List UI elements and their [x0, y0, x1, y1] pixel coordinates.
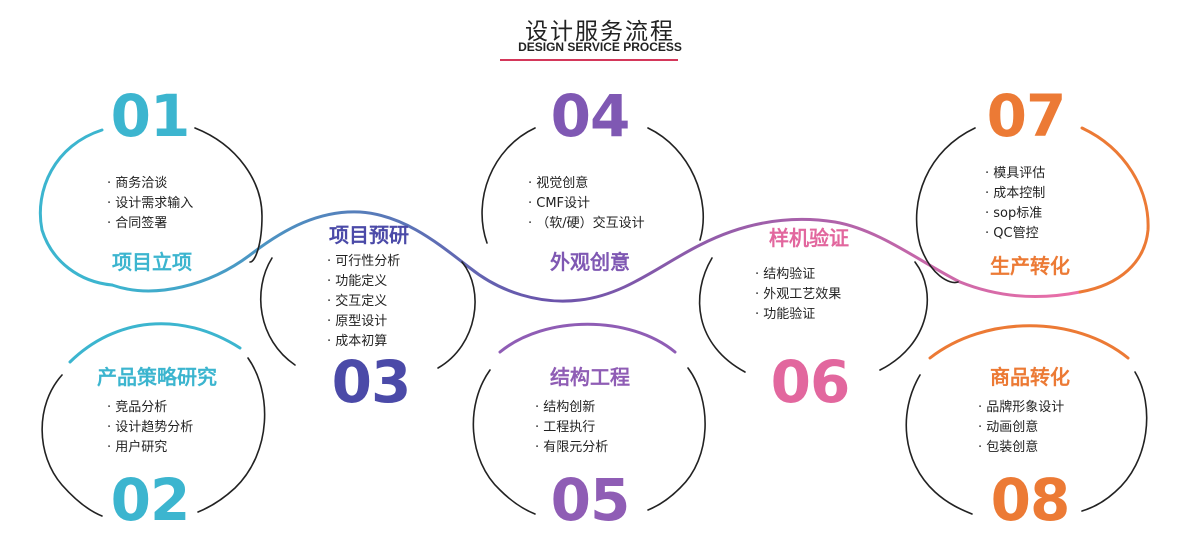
list-item: 有限元分析: [535, 438, 608, 458]
stage-01-number: 01: [110, 82, 191, 150]
list-item: 外观工艺效果: [755, 285, 841, 305]
stage-02-title: 产品策略研究: [97, 365, 217, 389]
stage-03-number: 03: [331, 348, 412, 416]
list-item: 模具评估: [985, 164, 1045, 184]
stage-08-items: 品牌形象设计 动画创意 包装创意: [978, 398, 1064, 458]
arc-05-dark-right: [647, 367, 706, 511]
list-item: 包装创意: [978, 438, 1064, 458]
arc-05-colored: [498, 322, 677, 354]
stage-07-number: 07: [986, 82, 1067, 150]
stage-04-number: 04: [550, 82, 631, 150]
list-item: 合同签署: [107, 214, 193, 234]
stage-07-title: 生产转化: [990, 254, 1070, 278]
stage-03-items: 可行性分析 功能定义 交互定义 原型设计 成本初算: [327, 252, 400, 352]
list-item: 竞品分析: [107, 398, 193, 418]
stage-03-title: 项目预研: [329, 223, 409, 247]
stage-06-title: 样机验证: [769, 226, 849, 250]
arc-06-dark-left: [698, 257, 746, 373]
list-item: 用户研究: [107, 438, 193, 458]
arc-05-dark-left: [472, 369, 536, 515]
list-item: 结构创新: [535, 398, 608, 418]
arc-02-dark-left: [41, 374, 103, 517]
arc-07-colored: [1078, 126, 1150, 294]
stage-06-items: 结构验证 外观工艺效果 功能验证: [755, 265, 841, 325]
page-subtitle: DESIGN SERVICE PROCESS: [518, 40, 682, 54]
list-item: QC管控: [985, 224, 1045, 244]
list-item: 品牌形象设计: [978, 398, 1064, 418]
arc-08-dark-left: [905, 374, 973, 515]
arc-04-dark-left: [481, 127, 536, 244]
stage-05-number: 05: [550, 466, 631, 534]
list-item: 交互定义: [327, 292, 400, 312]
list-item: 设计趋势分析: [107, 418, 193, 438]
stage-07-items: 模具评估 成本控制 sop标准 QC管控: [985, 164, 1045, 244]
list-item: 成本初算: [327, 332, 400, 352]
list-item: 功能定义: [327, 272, 400, 292]
stage-02-items: 竞品分析 设计趋势分析 用户研究: [107, 398, 193, 458]
arc-03-dark-right: [437, 261, 476, 369]
arc-02-dark-right: [197, 357, 266, 513]
stage-01-title: 项目立项: [112, 250, 192, 274]
list-item: 可行性分析: [327, 252, 400, 272]
page-title: 设计服务流程: [525, 19, 675, 45]
stage-05-title: 结构工程: [550, 365, 630, 389]
arc-08-dark-right: [1081, 371, 1148, 512]
title-underline: [500, 59, 678, 61]
list-item: 成本控制: [985, 184, 1045, 204]
list-item: 动画创意: [978, 418, 1064, 438]
list-item: sop标准: [985, 204, 1045, 224]
list-item: 原型设计: [327, 312, 400, 332]
arc-08-colored: [928, 324, 1130, 360]
wave-connector: [110, 210, 1082, 303]
stage-04-title: 外观创意: [550, 250, 630, 274]
stage-05-items: 结构创新 工程执行 有限元分析: [535, 398, 608, 458]
stage-01-items: 商务洽谈 设计需求输入 合同签署: [107, 174, 193, 234]
arc-01-dark: [194, 127, 263, 263]
stage-06-number: 06: [770, 348, 851, 416]
arc-04-dark-right: [647, 127, 704, 241]
list-item: CMF设计: [528, 194, 645, 214]
stage-04-items: 视觉创意 CMF设计 （软/硬）交互设计: [528, 174, 645, 234]
stage-08-number: 08: [990, 466, 1071, 534]
list-item: 设计需求输入: [107, 194, 193, 214]
list-item: 商务洽谈: [107, 174, 193, 194]
arc-07-dark: [915, 127, 976, 284]
stage-02-number: 02: [110, 466, 191, 534]
arc-02-colored: [68, 322, 242, 364]
list-item: 工程执行: [535, 418, 608, 438]
arc-01-colored: [38, 128, 114, 287]
list-item: （软/硬）交互设计: [528, 214, 644, 234]
list-item: 结构验证: [755, 265, 841, 285]
list-item: 功能验证: [755, 305, 841, 325]
arc-03-dark: [260, 257, 296, 366]
arc-06-dark-right: [879, 261, 928, 371]
stage-08-title: 商品转化: [990, 365, 1070, 389]
list-item: 视觉创意: [528, 174, 645, 194]
